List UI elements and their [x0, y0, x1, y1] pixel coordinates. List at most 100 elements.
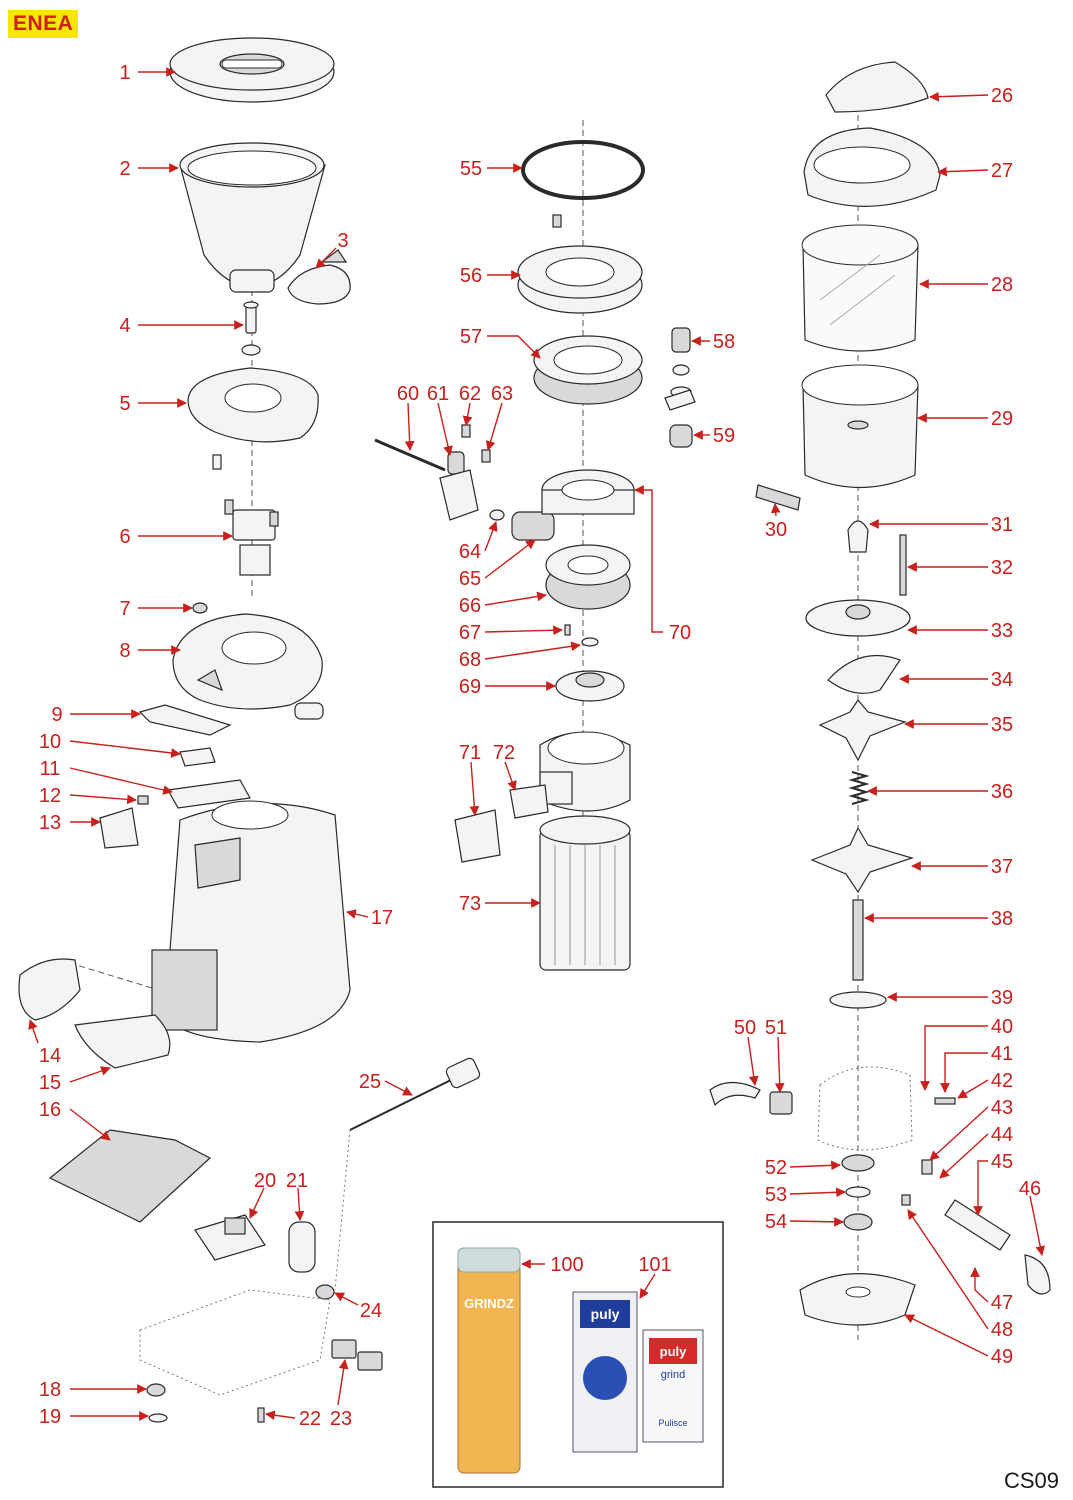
part-13-shield	[99, 807, 139, 849]
leader-41	[940, 1052, 988, 1093]
callout-36: 36	[991, 781, 1013, 803]
part-43-spring	[921, 1159, 933, 1175]
callout-16: 16	[39, 1099, 61, 1121]
puly-brand-2: puly	[660, 1344, 687, 1359]
leader-49	[904, 1314, 989, 1357]
part-65-knob	[511, 511, 555, 541]
leader-60	[404, 402, 415, 451]
leader-27	[937, 166, 989, 177]
leader-14	[28, 1019, 39, 1044]
part-45-lever	[944, 1199, 1011, 1251]
leader-67	[484, 625, 563, 636]
part-14-spout	[18, 958, 81, 1021]
leader-62	[462, 402, 473, 426]
leader-65	[484, 539, 536, 579]
leader-68	[484, 641, 581, 660]
callout-32: 32	[991, 557, 1013, 579]
part-46-handle	[1024, 1254, 1051, 1295]
callout-56: 56	[460, 265, 482, 287]
callout-57: 57	[460, 326, 482, 348]
part-29-dosing	[801, 364, 919, 488]
callout-7: 7	[119, 598, 130, 620]
leader-71	[469, 761, 480, 816]
part-19-washer	[148, 1413, 168, 1423]
callout-59: 59	[713, 425, 735, 447]
part-56-ring	[517, 245, 643, 314]
part-52-hub	[841, 1154, 875, 1172]
callout-73: 73	[459, 893, 481, 915]
leader-50	[747, 1036, 759, 1086]
callout-39: 39	[991, 987, 1013, 1009]
leader-3	[315, 247, 337, 269]
callout-13: 13	[39, 812, 61, 834]
part-70-chamber	[539, 731, 631, 812]
part-37-star	[810, 826, 915, 894]
leader-40	[920, 1025, 988, 1091]
callout-38: 38	[991, 908, 1013, 930]
part-27-collar	[803, 127, 941, 207]
callout-19: 19	[39, 1406, 61, 1428]
part-32-spring	[899, 534, 907, 596]
part-6-bracket	[224, 499, 279, 576]
callout-47: 47	[991, 1292, 1013, 1314]
part-49-plate	[799, 1273, 916, 1326]
callout-35: 35	[991, 714, 1013, 736]
callout-29: 29	[991, 408, 1013, 430]
part-48-bushing	[901, 1194, 911, 1206]
callout-11: 11	[40, 758, 61, 780]
part-38-shaft	[852, 899, 864, 981]
leader-51	[774, 1036, 785, 1093]
leader-21	[294, 1187, 305, 1221]
product-100-grindz: GRINDZ	[457, 1247, 521, 1474]
callout-52: 52	[765, 1157, 787, 1179]
part-4-screw	[241, 301, 261, 356]
part-59-knob	[664, 389, 696, 448]
part-53-washer	[845, 1186, 871, 1198]
part-60-63-adjuster	[374, 424, 491, 521]
callout-21: 21	[286, 1170, 308, 1192]
part-42-pin	[934, 1097, 956, 1105]
puly-sub: Pulisce	[658, 1418, 687, 1428]
callout-22: 22	[299, 1408, 321, 1430]
part-18-foot	[146, 1383, 166, 1397]
part-50-lever	[709, 1081, 761, 1107]
part-5-plate	[187, 367, 319, 470]
part-2-hopper	[179, 142, 326, 293]
leader-10	[69, 740, 181, 758]
puly-brand-1: puly	[591, 1306, 620, 1322]
part-11-lever	[167, 779, 251, 809]
callout-53: 53	[765, 1184, 787, 1206]
part-69-drive	[555, 670, 625, 702]
callout-26: 26	[991, 85, 1013, 107]
callout-24: 24	[360, 1300, 382, 1322]
part-7-cap	[192, 602, 208, 614]
callout-27: 27	[991, 160, 1013, 182]
part-72-gasket	[509, 784, 549, 819]
part-1-lid	[169, 37, 335, 103]
screw-55	[552, 214, 562, 228]
callout-14: 14	[39, 1045, 61, 1067]
callout-50: 50	[734, 1017, 756, 1039]
grindz-label: GRINDZ	[464, 1296, 514, 1311]
part-71-chute	[454, 809, 501, 863]
leader-20	[249, 1187, 265, 1219]
leader-42	[957, 1079, 989, 1099]
callout-18: 18	[39, 1379, 61, 1401]
callout-25: 25	[359, 1071, 381, 1093]
callout-34: 34	[991, 669, 1013, 691]
brand-badge: ENEA	[8, 10, 79, 38]
leader-54	[789, 1216, 844, 1227]
part-16-mat	[48, 1129, 212, 1223]
callout-1: 1	[119, 62, 130, 84]
part-39-washer	[829, 991, 887, 1009]
callout-58: 58	[713, 331, 735, 353]
leader-25	[384, 1080, 413, 1096]
part-15-tray	[74, 1014, 171, 1069]
part-24-grommet	[315, 1284, 335, 1300]
part-21-capacitor	[288, 1221, 316, 1273]
leader-46	[1029, 1195, 1046, 1256]
callout-30: 30	[765, 519, 787, 541]
callout-28: 28	[991, 274, 1013, 296]
part-57-gear-ring	[533, 335, 643, 405]
callout-31: 31	[991, 514, 1013, 536]
